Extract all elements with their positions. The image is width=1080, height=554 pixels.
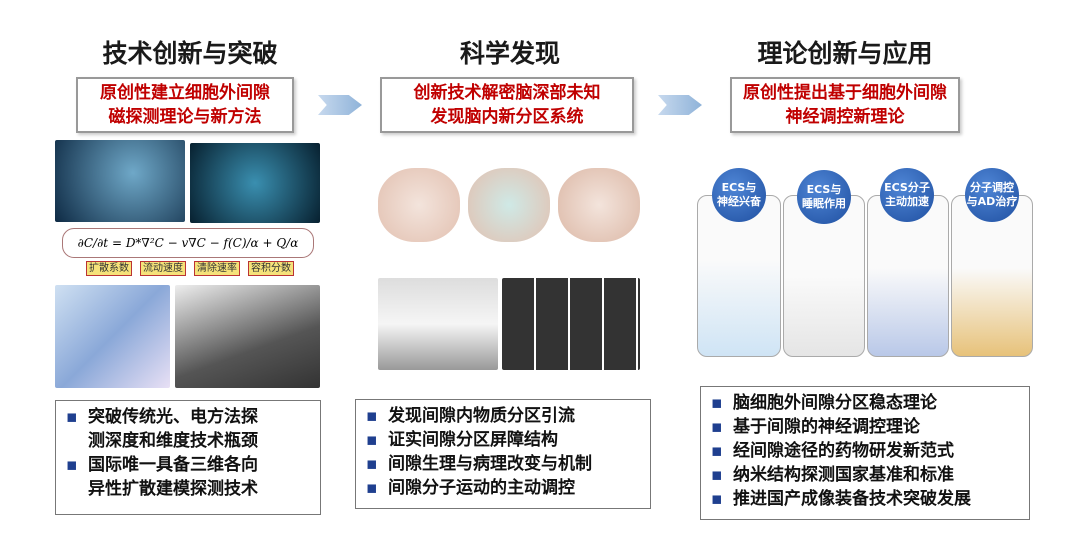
topic-circle: ECS与睡眠作用 [797,170,851,224]
topic-circle-line: ECS与 [721,181,757,194]
method-diagram-image [55,285,170,388]
brain-image [558,168,640,242]
diffusion-formula: ∂C/∂t = D*∇²C − v∇C − f(C)/α + Q/α [62,228,314,258]
brain-sections [378,168,640,246]
col1-title: 技术创新与突破 [102,39,278,68]
bullet-item: 突破传统光、电方法探 [66,405,310,429]
topic-circle: 分子调控与AD治疗 [965,168,1019,222]
topic-circle: ECS分子主动加速 [880,168,934,222]
bullet-item: 推进国产成像装备技术突破发展 [711,487,1019,511]
col1-highlight-box: 原创性建立细胞外间隙 磁探测理论与新方法 [76,77,294,133]
ecs-illustration-image [55,140,185,222]
formula-label: 容积分数 [248,261,294,276]
col2-box-line2: 发现脑内新分区系统 [430,107,584,127]
bullet-item: 基于间隙的神经调控理论 [711,415,1019,439]
topic-circle: ECS与神经兴奋 [712,168,766,222]
bullet-item: 脑细胞外间隙分区稳态理论 [711,391,1019,415]
col1-box-line1: 原创性建立细胞外间隙 [100,83,270,103]
bullet-item: 证实间隙分区屏障结构 [366,428,640,452]
bullet-item-cont: 异性扩散建模探测技术 [88,479,258,499]
formula-label: 流动速度 [140,261,186,276]
topic-circle-line: 与AD治疗 [966,195,1018,208]
topic-circle-line: 睡眠作用 [802,197,846,210]
topic-circle-line: 神经兴奋 [717,195,761,208]
col2-box-line1: 创新技术解密脑深部未知 [413,83,601,103]
topic-circle-line: ECS分子 [884,181,930,194]
col2-highlight-box: 创新技术解密脑深部未知 发现脑内新分区系统 [380,77,634,133]
paper-card [697,195,781,357]
neuron-network-image [190,143,320,223]
bullet-item-cont: 测深度和维度技术瓶颈 [88,431,258,451]
col3-bullet-list: 脑细胞外间隙分区稳态理论 基于间隙的神经调控理论 经间隙途径的药物研发新范式 纳… [700,386,1030,520]
arrow-icon [658,95,702,115]
topic-circle-line: ECS与 [806,183,842,196]
paper-card [951,195,1033,357]
col1-box-line2: 磁探测理论与新方法 [108,107,262,127]
bullet-item: 发现间隙内物质分区引流 [366,404,640,428]
col2-bullet-list: 发现间隙内物质分区引流 证实间隙分区屏障结构 间隙生理与病理改变与机制 间隙分子… [355,399,651,509]
instrument-image [175,285,320,388]
col3-title: 理论创新与应用 [757,39,933,68]
formula-labels: 扩散系数 流动速度 清除速率 容积分数 [70,261,310,276]
mri-scans-image [502,278,640,370]
col1-bullet-list: 突破传统光、电方法探 测深度和维度技术瓶颈 国际唯一具备三维各向 异性扩散建模探… [55,400,321,515]
bullet-item: 经间隙途径的药物研发新范式 [711,439,1019,463]
bullet-item: 间隙分子运动的主动调控 [366,476,640,500]
formula-label: 清除速率 [194,261,240,276]
paper-card [867,195,949,357]
bullet-item: 纳米结构探测国家基准和标准 [711,463,1019,487]
lab-equipment-image [378,278,498,370]
col3-box-line2: 神经调控新理论 [785,107,905,127]
topic-circle-line: 分子调控 [970,181,1014,194]
col3-highlight-box: 原创性提出基于细胞外间隙 神经调控新理论 [730,77,960,133]
col3-box-line1: 原创性提出基于细胞外间隙 [743,83,947,103]
arrow-icon [318,95,362,115]
brain-image [378,168,460,242]
formula-label: 扩散系数 [86,261,132,276]
bullet-item: 国际唯一具备三维各向 [66,453,310,477]
topic-circle-line: 主动加速 [885,195,929,208]
brain-image [468,168,550,242]
col2-title: 科学发现 [459,39,560,68]
bullet-item: 间隙生理与病理改变与机制 [366,452,640,476]
